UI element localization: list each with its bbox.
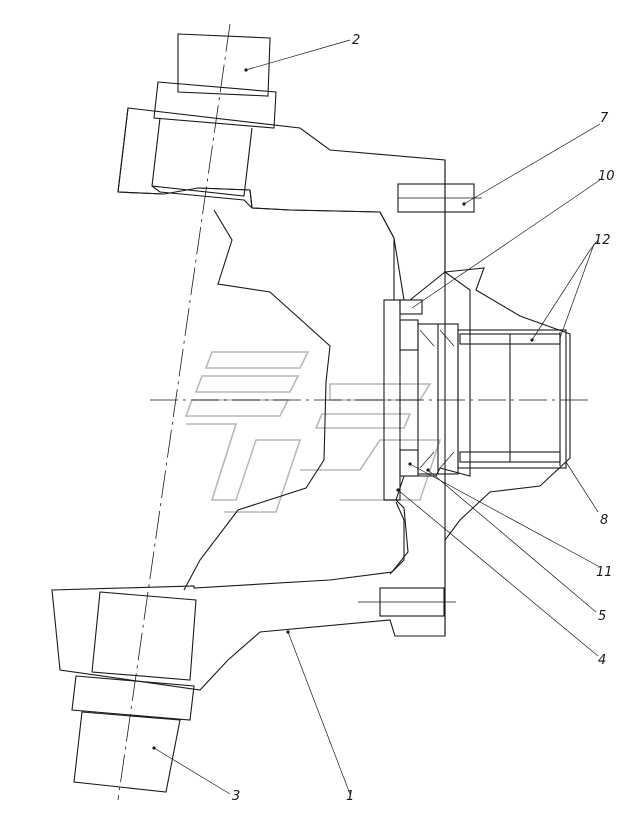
callout-7: 7 [600, 111, 609, 126]
callout-3: 3 [232, 789, 240, 804]
bolt-centerline [117, 23, 231, 801]
callout-1: 1 [346, 789, 354, 804]
leader-dots [152, 68, 534, 750]
housing-body [51, 107, 571, 691]
watermark-logo [184, 351, 442, 513]
bolt-3 [71, 591, 197, 793]
callout-labels: 2 7 10 12 8 11 5 4 1 3 [232, 33, 615, 804]
callout-11: 11 [596, 565, 613, 580]
callout-10: 10 [598, 169, 615, 184]
callout-4: 4 [598, 653, 606, 668]
bolt-2 [151, 33, 277, 209]
leader-lines [153, 39, 601, 795]
callout-5: 5 [598, 609, 606, 624]
callout-2: 2 [352, 33, 360, 48]
callout-12: 12 [594, 233, 611, 248]
pin-7 [397, 183, 482, 213]
callout-8: 8 [600, 513, 608, 528]
bearing-assembly [383, 299, 567, 501]
plug-bottom [358, 587, 456, 617]
